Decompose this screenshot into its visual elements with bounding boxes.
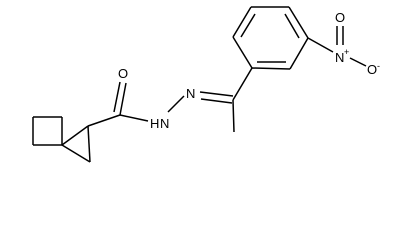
cyclopropane-ring	[61, 125, 91, 163]
amide-hydrogen-label: H	[150, 116, 159, 131]
amide-bonds	[87, 81, 149, 127]
nitro-oxygen-side-label: O	[367, 62, 377, 77]
nitro-nitrogen-charge: +	[344, 47, 349, 57]
chemical-structure: O N H N N + O O -	[32, 6, 380, 163]
benzene-ring	[232, 6, 309, 70]
hydrazone-nitrogen-label: N	[186, 86, 195, 101]
nitro-oxygen-side-charge: -	[377, 61, 380, 71]
nitro-nitrogen-label: N	[335, 50, 344, 65]
nitro-bonds	[307, 26, 367, 67]
nitro-oxygen-top-label: O	[335, 10, 345, 25]
amide-nitrogen-label: N	[160, 116, 169, 131]
cyclobutane-ring	[32, 116, 63, 146]
carbonyl-oxygen-label: O	[118, 66, 128, 81]
hydrazone-bonds	[167, 67, 253, 133]
